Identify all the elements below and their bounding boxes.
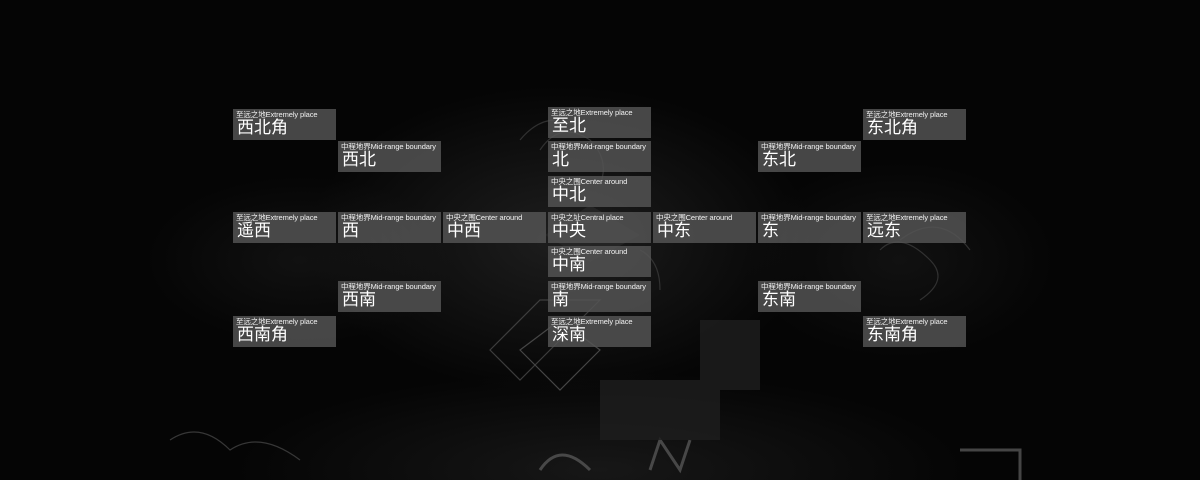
cell-subtitle: 中程地界Mid-range boundary bbox=[761, 142, 856, 151]
cell-subtitle: 中央之围Center around bbox=[446, 213, 523, 222]
cell-label: 北 bbox=[552, 150, 569, 170]
cell-subtitle: 中程地界Mid-range boundary bbox=[551, 142, 646, 151]
cell-label: 西 bbox=[342, 221, 359, 241]
cell-center-north[interactable]: 中央之围Center around 中北 bbox=[548, 176, 651, 207]
cell-subtitle: 至远之地Extremely place bbox=[236, 110, 318, 119]
cell-southwest-corner[interactable]: 至远之地Extremely place 西南角 bbox=[233, 316, 336, 347]
cell-northwest-corner[interactable]: 至远之地Extremely place 西北角 bbox=[233, 109, 336, 140]
cell-label: 中央 bbox=[552, 221, 586, 241]
cell-label: 西南 bbox=[342, 290, 376, 310]
cell-subtitle: 中程地界Mid-range boundary bbox=[341, 142, 436, 151]
cell-subtitle: 至远之地Extremely place bbox=[236, 213, 318, 222]
cell-subtitle: 中程地界Mid-range boundary bbox=[761, 282, 856, 291]
cell-subtitle: 至远之地Extremely place bbox=[866, 110, 948, 119]
cell-label: 南 bbox=[552, 290, 569, 310]
cell-label: 远东 bbox=[867, 221, 901, 241]
cell-southeast[interactable]: 中程地界Mid-range boundary 东南 bbox=[758, 281, 861, 312]
cell-center[interactable]: 中央之址Central place 中央 bbox=[548, 212, 651, 243]
cell-center-east[interactable]: 中央之围Center around 中东 bbox=[653, 212, 756, 243]
cell-subtitle: 至远之地Extremely place bbox=[236, 317, 318, 326]
cell-northwest[interactable]: 中程地界Mid-range boundary 西北 bbox=[338, 141, 441, 172]
cell-southwest[interactable]: 中程地界Mid-range boundary 西南 bbox=[338, 281, 441, 312]
cell-northeast-corner[interactable]: 至远之地Extremely place 东北角 bbox=[863, 109, 966, 140]
cell-label: 东 bbox=[762, 221, 779, 241]
cell-subtitle: 中央之围Center around bbox=[656, 213, 733, 222]
cell-label: 东南角 bbox=[867, 325, 918, 345]
cell-subtitle: 中央之址Central place bbox=[551, 213, 624, 222]
cell-subtitle: 中程地界Mid-range boundary bbox=[341, 213, 436, 222]
cell-label: 至北 bbox=[552, 116, 586, 136]
cell-label: 中南 bbox=[552, 255, 586, 275]
cell-label: 西北角 bbox=[237, 118, 288, 138]
cell-far-west[interactable]: 至远之地Extremely place 遥西 bbox=[233, 212, 336, 243]
cell-label: 东南 bbox=[762, 290, 796, 310]
cell-label: 东北 bbox=[762, 150, 796, 170]
cell-far-north[interactable]: 至远之地Extremely place 至北 bbox=[548, 107, 651, 138]
cell-deep-south[interactable]: 至远之地Extremely place 深南 bbox=[548, 316, 651, 347]
cell-label: 西北 bbox=[342, 150, 376, 170]
cell-label: 西南角 bbox=[237, 325, 288, 345]
cell-label: 中西 bbox=[447, 221, 481, 241]
cell-west[interactable]: 中程地界Mid-range boundary 西 bbox=[338, 212, 441, 243]
cell-subtitle: 至远之地Extremely place bbox=[866, 317, 948, 326]
cell-subtitle: 至远之地Extremely place bbox=[551, 108, 633, 117]
cell-label: 深南 bbox=[552, 325, 586, 345]
cell-subtitle: 中程地界Mid-range boundary bbox=[551, 282, 646, 291]
cell-center-west[interactable]: 中央之围Center around 中西 bbox=[443, 212, 546, 243]
cell-label: 中东 bbox=[657, 221, 691, 241]
cell-center-south[interactable]: 中央之围Center around 中南 bbox=[548, 246, 651, 277]
cell-north[interactable]: 中程地界Mid-range boundary 北 bbox=[548, 141, 651, 172]
cell-south[interactable]: 中程地界Mid-range boundary 南 bbox=[548, 281, 651, 312]
cell-subtitle: 中程地界Mid-range boundary bbox=[341, 282, 436, 291]
cell-subtitle: 中央之围Center around bbox=[551, 177, 628, 186]
cell-northeast[interactable]: 中程地界Mid-range boundary 东北 bbox=[758, 141, 861, 172]
cell-label: 中北 bbox=[552, 185, 586, 205]
cell-label: 遥西 bbox=[237, 221, 271, 241]
cell-southeast-corner[interactable]: 至远之地Extremely place 东南角 bbox=[863, 316, 966, 347]
cell-subtitle: 中央之围Center around bbox=[551, 247, 628, 256]
cell-label: 东北角 bbox=[867, 118, 918, 138]
cell-east[interactable]: 中程地界Mid-range boundary 东 bbox=[758, 212, 861, 243]
cell-far-east[interactable]: 至远之地Extremely place 远东 bbox=[863, 212, 966, 243]
cell-subtitle: 至远之地Extremely place bbox=[866, 213, 948, 222]
cell-subtitle: 至远之地Extremely place bbox=[551, 317, 633, 326]
cell-subtitle: 中程地界Mid-range boundary bbox=[761, 213, 856, 222]
